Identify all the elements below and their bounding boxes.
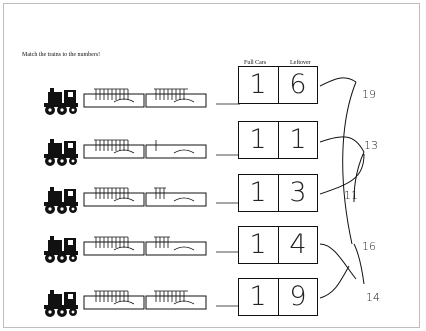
box-divider (278, 227, 279, 263)
answer-box-row-3: 1 3 (238, 174, 318, 212)
full-cars-digit: 1 (249, 69, 267, 100)
box-divider (278, 175, 279, 211)
locomotive-icon (44, 88, 78, 115)
locomotive-icon (44, 236, 78, 263)
column-header-leftover: Leftover (290, 60, 311, 66)
worksheet-page: Match the trains to the numbers! Full Ca… (3, 3, 420, 328)
leftover-digit: 9 (289, 281, 307, 312)
leftover-digit: 4 (289, 229, 307, 260)
locomotive-icon (44, 187, 78, 214)
leftover-digit: 6 (289, 69, 307, 100)
locomotive-icon (44, 290, 78, 317)
box-divider (278, 122, 279, 158)
train-decoration (94, 290, 240, 307)
train-row-3 (4, 181, 304, 215)
answer-box-row-1: 1 6 (238, 66, 318, 104)
train-row-2 (4, 133, 304, 167)
train-illustration (44, 139, 207, 166)
train-row-5 (4, 284, 304, 318)
column-header-full-cars: Full Cars (244, 60, 267, 66)
leftover-digit: 1 (289, 124, 307, 155)
answer-box-row-2: 1 1 (238, 121, 318, 159)
train-illustration (44, 236, 207, 263)
answer-box-row-4: 1 4 (238, 226, 318, 264)
leftover-digit: 3 (289, 177, 307, 208)
matching-lines (319, 77, 365, 299)
box-divider (278, 67, 279, 103)
train-decoration (94, 139, 240, 156)
answer-number-3: 11 (344, 189, 358, 202)
train-illustration (44, 187, 207, 214)
locomotive-icon (44, 139, 78, 166)
full-cars-digit: 1 (249, 177, 267, 208)
train-row-1 (4, 82, 304, 116)
full-cars-digit: 1 (249, 229, 267, 260)
train-decoration (94, 88, 240, 105)
box-divider (278, 279, 279, 315)
answer-box-row-5: 1 9 (238, 278, 318, 316)
instruction-text: Match the trains to the numbers! (22, 52, 101, 58)
train-row-4 (4, 230, 304, 264)
full-cars-digit: 1 (249, 281, 267, 312)
answer-number-4: 16 (362, 240, 376, 253)
train-decoration (94, 236, 240, 253)
answer-number-5: 14 (366, 291, 380, 304)
answer-number-2: 13 (364, 139, 378, 152)
full-cars-digit: 1 (249, 124, 267, 155)
answer-number-1: 19 (362, 88, 376, 101)
train-decoration (94, 187, 240, 204)
